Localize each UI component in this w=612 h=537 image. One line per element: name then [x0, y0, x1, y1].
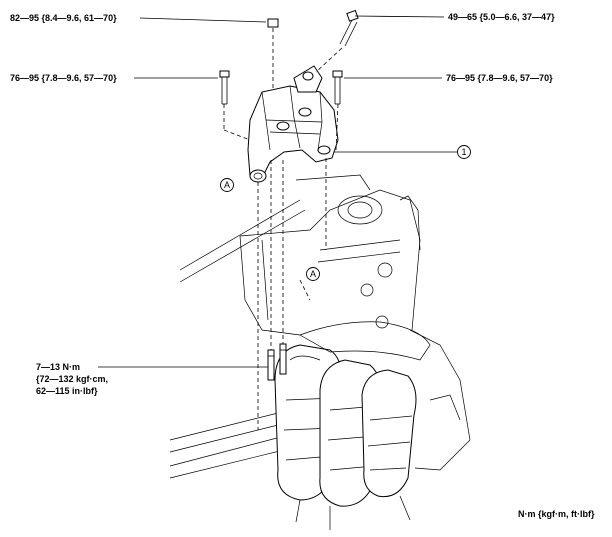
mount-nut-top-left [267, 18, 279, 28]
reference-callout-a-lower: A [306, 267, 320, 281]
torque-label-nut-top: 82—95 {8.4—9.6, 61—70} [10, 13, 117, 23]
torque-label-stud-line1: 7—13 N·m [36, 362, 80, 372]
part-callout-1: 1 [457, 145, 471, 159]
mount-bolt-left [219, 70, 230, 105]
intake-manifold [274, 321, 431, 530]
torque-label-stud-line2: {72—132 kgf·cm, [36, 374, 108, 384]
reference-callout-a-upper: A [220, 178, 234, 192]
mount-bolt-top-right [339, 9, 359, 47]
units-note: N·m {kgf·m, ft·lbf} [518, 509, 595, 519]
svg-text:A: A [224, 180, 230, 190]
engine-mount-bracket [247, 65, 339, 183]
installation-guide-lines [223, 28, 343, 430]
torque-label-stud-line3: 62—115 in·lbf} [36, 386, 98, 396]
svg-text:A: A [310, 269, 316, 279]
torque-label-bolt-left: 76—95 {7.8—9.6, 57—70} [10, 73, 117, 83]
leader-lines [98, 15, 458, 368]
torque-label-bolt-right: 76—95 {7.8—9.6, 57—70} [446, 73, 553, 83]
mount-bolt-right [332, 70, 343, 105]
svg-text:1: 1 [461, 147, 466, 157]
engine-block-outline [169, 174, 471, 530]
torque-label-bolt-top: 49—65 {5.0—6.6, 37—47} [448, 12, 555, 22]
